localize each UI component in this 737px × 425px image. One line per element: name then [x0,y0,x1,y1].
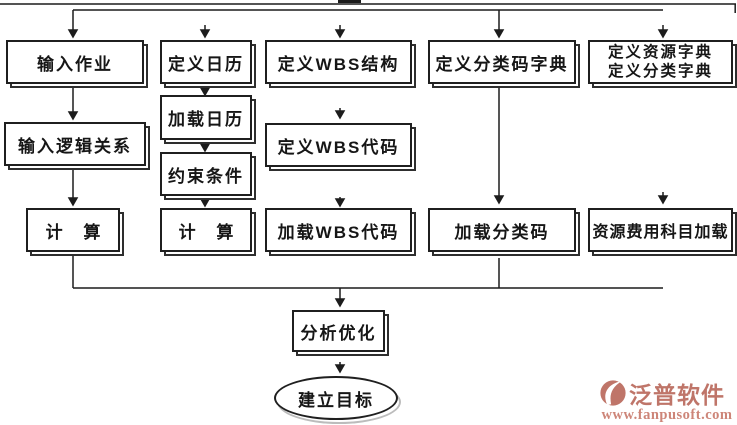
node-calculate-mid: 计 算 [160,208,252,252]
brand-url: www.fanpusoft.com [601,407,733,423]
node-define-class-code-dict: 定义分类码字典 [428,40,576,84]
node-analyze-optimize: 分析优化 [292,310,385,352]
brand-name: 泛普软件 [629,382,725,408]
resource-dict-line2: 定义分类字典 [607,63,713,80]
node-input-logic-relation: 输入逻辑关系 [4,122,146,166]
node-establish-target: 建立目标 [274,376,398,420]
node-define-calendar: 定义日历 [160,40,252,84]
node-calculate-left: 计 算 [26,208,120,252]
resource-dict-line1: 定义资源字典 [607,44,713,61]
node-constraint-condition: 约束条件 [160,152,252,196]
node-define-resource-dict: 定义资源字典 定义分类字典 [588,40,733,84]
node-load-resource-cost-account: 资源费用科目加载 [588,208,733,252]
node-load-wbs-code: 加载WBS代码 [265,208,412,252]
fanpu-watermark: 泛普软件 www.fanpusoft.com [599,376,735,423]
fanpu-swoosh-icon [600,380,626,406]
node-input-job: 输入作业 [6,40,144,84]
node-load-class-code: 加载分类码 [428,208,576,252]
node-load-calendar: 加载日历 [160,95,252,140]
node-define-wbs-structure: 定义WBS结构 [265,40,412,84]
node-define-wbs-code: 定义WBS代码 [265,123,412,167]
